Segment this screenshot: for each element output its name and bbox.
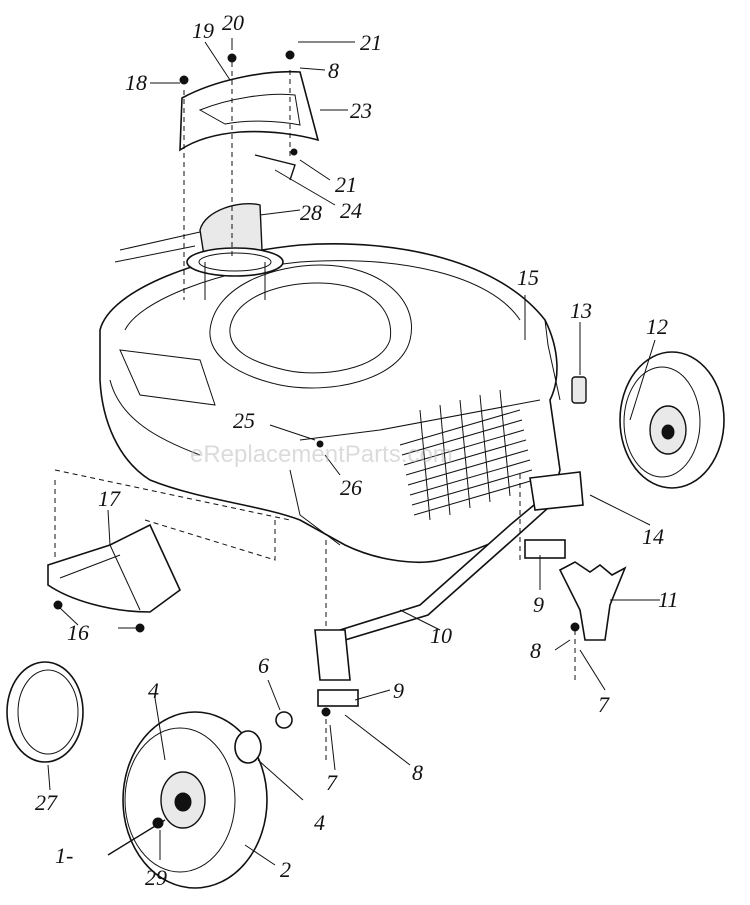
callout-24: 24 — [340, 198, 362, 223]
callout-19: 19 — [192, 18, 214, 43]
callout-28: 28 — [300, 200, 322, 225]
watermark-text: eReplacementParts.com — [190, 441, 453, 468]
callout-25: 25 — [233, 408, 255, 433]
height-adjuster-plate — [558, 561, 627, 641]
callout-17: 17 — [98, 486, 121, 511]
callout-10: 10 — [430, 623, 452, 648]
callout-2: 2 — [280, 857, 291, 882]
callout-9a: 9 — [533, 592, 544, 617]
small-parts — [53, 50, 587, 856]
callout-16: 16 — [67, 620, 89, 645]
callout-15: 15 — [517, 265, 539, 290]
right-wheel — [619, 351, 725, 489]
callout-20: 20 — [222, 10, 244, 35]
callout-9b: 9 — [393, 678, 404, 703]
callout-18: 18 — [125, 70, 147, 95]
callout-8a: 8 — [328, 58, 339, 83]
callout-11: 11 — [658, 587, 678, 612]
discharge-chute — [47, 523, 182, 613]
hub-cap — [6, 661, 84, 763]
callout-21a: 21 — [360, 30, 382, 55]
callout-1: 1- — [55, 843, 73, 868]
assembly-lines — [54, 62, 576, 760]
leader-lines — [47, 38, 660, 866]
callout-27: 27 — [35, 790, 58, 815]
callout-7a: 7 — [326, 770, 338, 795]
callout-7b: 7 — [598, 692, 610, 717]
callout-8c: 8 — [530, 638, 541, 663]
callout-labels: 1- 2 4 4 6 7 7 8 8 8 9 9 10 11 12 13 14 … — [35, 10, 678, 890]
front-wheel — [122, 711, 268, 889]
callout-26: 26 — [340, 475, 362, 500]
callout-21b: 21 — [335, 172, 357, 197]
callout-12: 12 — [646, 314, 668, 339]
callout-4a: 4 — [148, 678, 159, 703]
callout-6: 6 — [258, 653, 269, 678]
callout-29: 29 — [145, 865, 167, 890]
callout-23: 23 — [350, 98, 372, 123]
callout-13: 13 — [570, 298, 592, 323]
rear-shield — [179, 70, 320, 181]
callout-4b: 4 — [314, 810, 325, 835]
deck-housing — [99, 243, 561, 563]
engine-mount-bracket — [114, 203, 284, 300]
callout-8b: 8 — [412, 760, 423, 785]
callout-14: 14 — [642, 524, 664, 549]
